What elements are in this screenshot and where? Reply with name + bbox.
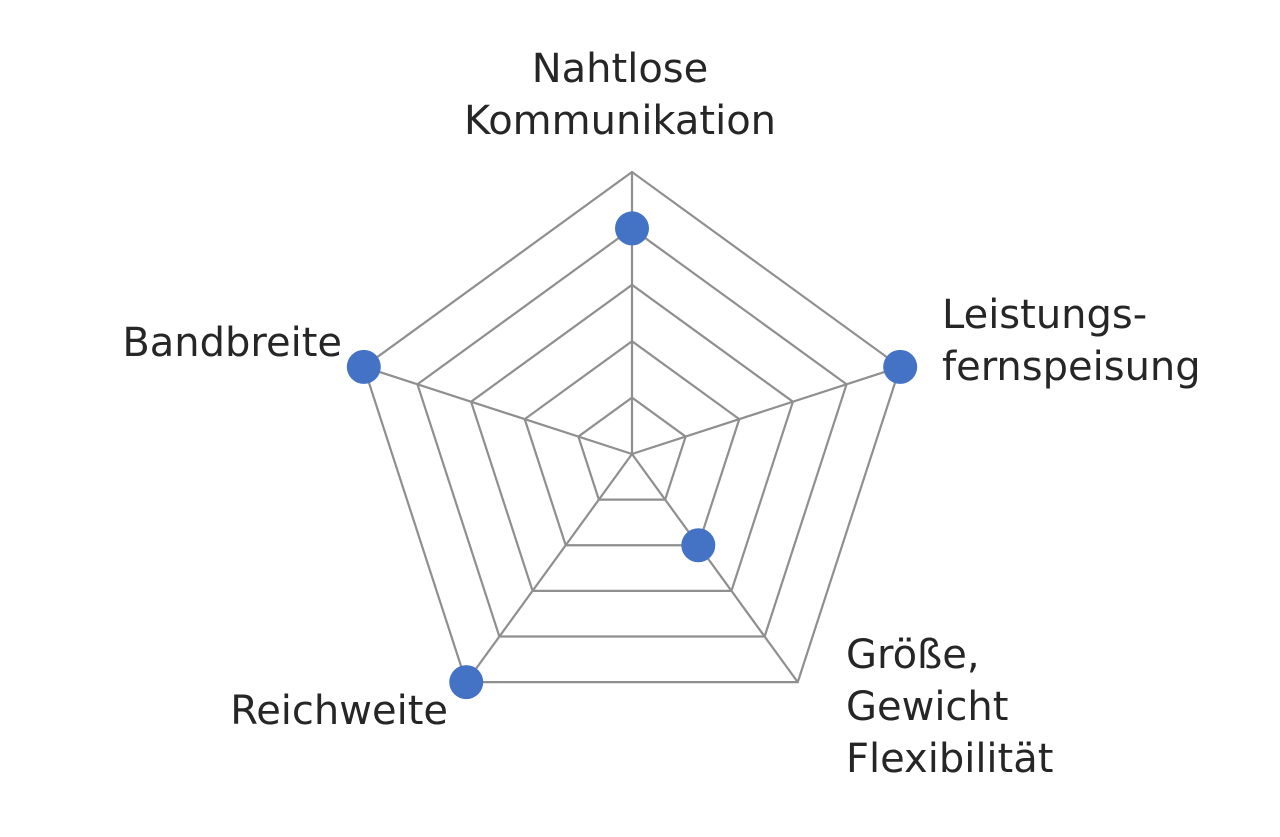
grid-ring-3	[469, 283, 795, 592]
axis-spoke-4	[363, 365, 633, 456]
radar-grid	[362, 170, 902, 684]
radar-data-points	[346, 211, 918, 700]
axis-label-2-line-2: Flexibilität	[846, 736, 1053, 782]
axis-label-1: Leistungs-fernspeisung	[942, 292, 1201, 390]
axis-label-3: Reichweite	[230, 688, 448, 734]
axis-label-4: Bandbreite	[122, 320, 342, 366]
axis-label-2-line-0: Größe,	[846, 632, 980, 678]
grid-ring-1	[577, 396, 687, 501]
axis-label-1-line-0: Leistungs-	[942, 292, 1147, 338]
grid-ring-2	[523, 339, 741, 547]
axis-spoke-2	[631, 453, 799, 683]
axis-label-0-line-0: Nahtlose	[532, 46, 709, 92]
axis-label-4-line-0: Bandbreite	[122, 320, 342, 366]
data-point-1	[883, 349, 918, 384]
axis-label-0-line-1: Kommunikation	[464, 98, 776, 144]
axis-spoke-1	[631, 365, 901, 456]
radar-spokes	[363, 172, 901, 683]
axis-label-1-line-1: fernspeisung	[942, 344, 1201, 390]
grid-ring-4	[416, 227, 848, 638]
data-point-0	[615, 211, 649, 246]
data-point-4	[346, 349, 381, 384]
grid-ring-5	[362, 170, 902, 684]
data-point-2	[681, 528, 716, 563]
data-point-3	[449, 665, 484, 700]
axis-label-2-line-1: Gewicht	[846, 684, 1008, 730]
axis-label-3-line-0: Reichweite	[230, 688, 448, 734]
axis-spoke-3	[465, 453, 633, 683]
